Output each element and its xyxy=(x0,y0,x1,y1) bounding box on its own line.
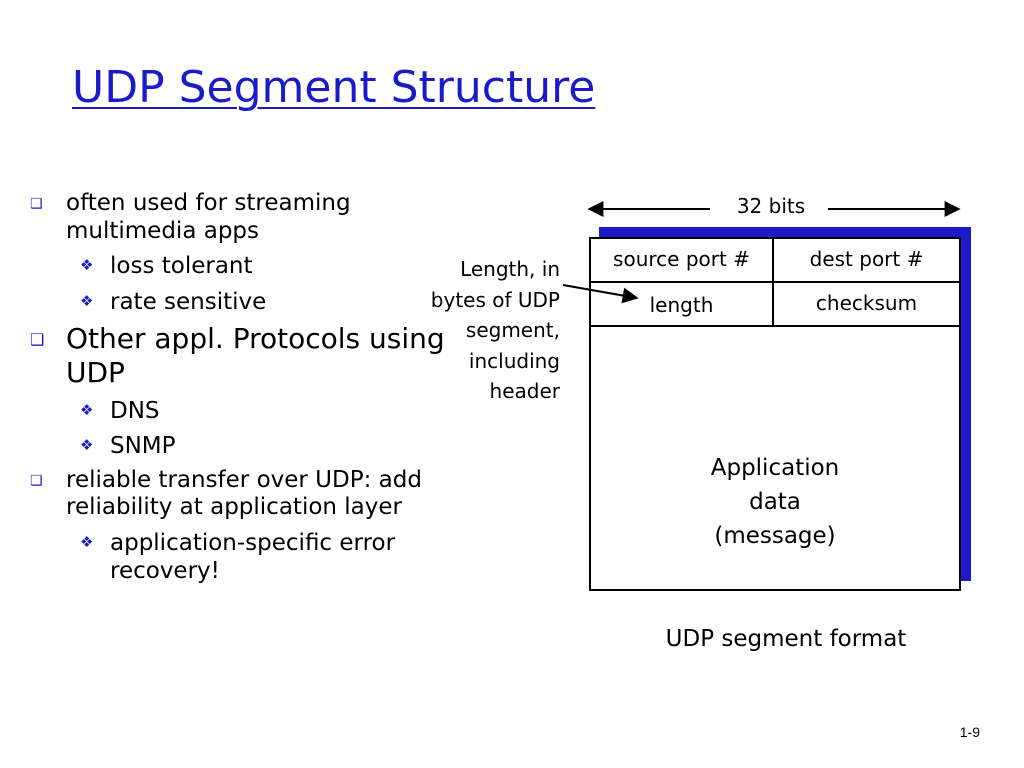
annotation-line: Length, in xyxy=(460,257,560,281)
bullet-text: reliable transfer over UDP: add reliabil… xyxy=(66,466,422,521)
bullet-item: ❑ often used for streaming multimedia ap… xyxy=(28,190,448,245)
diamond-star-icon: ❖ xyxy=(80,291,94,310)
udp-segment-box: source port # dest port # length checksu… xyxy=(589,237,961,591)
bullet-item: ❑ reliable transfer over UDP: add reliab… xyxy=(28,467,448,522)
application-data-area: Application data (message) xyxy=(591,451,959,553)
length-annotation: Length, in bytes of UDP segment, includi… xyxy=(380,254,560,407)
diamond-star-icon: ❖ xyxy=(80,532,94,551)
length-pointer-arrow xyxy=(562,284,639,304)
payload-line: Application xyxy=(710,455,840,481)
header-row-length-checksum: length checksum xyxy=(591,283,959,327)
header-row-ports: source port # dest port # xyxy=(591,239,959,283)
sub-bullet-text: SNMP xyxy=(110,433,176,460)
sub-bullet-text: rate sensitive xyxy=(110,288,267,315)
annotation-line: bytes of UDP xyxy=(430,287,560,312)
sub-bullet-text: application-specific error recovery! xyxy=(110,529,396,584)
annotation-line: header xyxy=(489,379,560,403)
slide-title: UDP Segment Structure xyxy=(72,62,596,113)
sub-bullet-item: ❖ DNS xyxy=(28,398,448,426)
sub-bullet-item: ❖ application-specific error recovery! xyxy=(28,530,448,585)
length-field: length xyxy=(591,283,774,325)
square-hollow-icon: ❑ xyxy=(30,330,45,350)
square-hollow-icon: ❑ xyxy=(30,196,43,212)
sub-bullet-item: ❖ loss tolerant xyxy=(28,253,448,281)
sub-bullet-text: DNS xyxy=(110,397,160,424)
bullet-list: ❑ often used for streaming multimedia ap… xyxy=(28,184,448,585)
diamond-star-icon: ❖ xyxy=(80,256,94,275)
width-label: 32 bits xyxy=(718,194,824,218)
diamond-star-icon: ❖ xyxy=(80,436,94,455)
diamond-star-icon: ❖ xyxy=(80,400,94,419)
annotation-line: segment, xyxy=(465,318,560,342)
checksum-field: checksum xyxy=(815,291,918,315)
source-port-field: source port # xyxy=(591,239,774,281)
bullet-text: often used for streaming multimedia apps xyxy=(66,190,351,244)
slide-number: 1-9 xyxy=(959,724,980,740)
payload-line: data xyxy=(749,489,801,515)
bullet-text: Other appl. Protocols using UDP xyxy=(66,322,445,389)
diagram-caption: UDP segment format xyxy=(665,626,907,652)
square-hollow-icon: ❑ xyxy=(30,472,43,489)
sub-bullet-item: ❖ rate sensitive xyxy=(28,289,448,317)
dest-port-field: dest port # xyxy=(809,247,924,271)
sub-bullet-item: ❖ SNMP xyxy=(28,433,448,461)
annotation-line: including xyxy=(468,348,560,373)
bullet-item: ❑ Other appl. Protocols using UDP xyxy=(28,322,448,389)
sub-bullet-text: loss tolerant xyxy=(110,253,253,280)
payload-line: (message) xyxy=(714,523,836,549)
